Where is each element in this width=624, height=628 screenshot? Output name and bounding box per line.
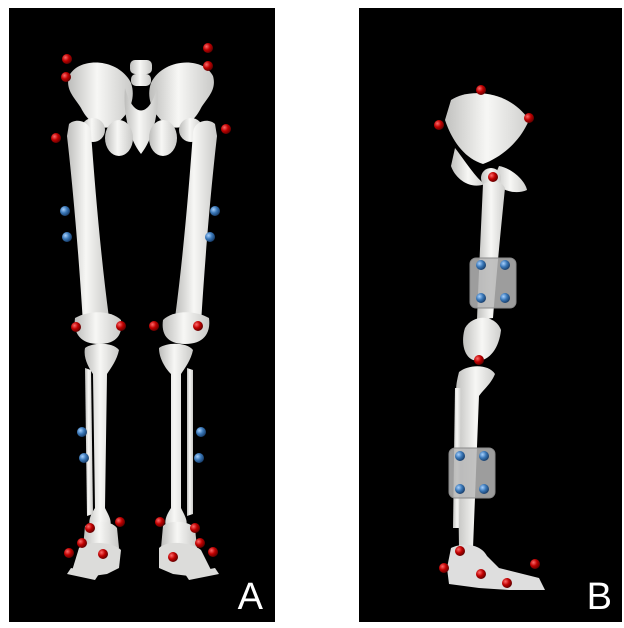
marker	[195, 538, 205, 548]
marker	[434, 120, 444, 130]
panel-a-anterior-view: A	[9, 8, 275, 622]
marker	[476, 569, 486, 579]
marker	[64, 548, 74, 558]
marker	[474, 355, 484, 365]
marker	[476, 85, 486, 95]
marker	[500, 260, 510, 270]
marker	[193, 321, 203, 331]
marker	[210, 206, 220, 216]
marker	[488, 172, 498, 182]
marker	[77, 538, 87, 548]
marker	[168, 552, 178, 562]
marker	[208, 547, 218, 557]
marker	[203, 61, 213, 71]
marker	[190, 523, 200, 533]
marker	[205, 232, 215, 242]
panel-label: B	[587, 578, 612, 616]
panel-b-lateral-view: B	[359, 8, 622, 622]
marker	[79, 453, 89, 463]
marker	[85, 523, 95, 533]
marker	[196, 427, 206, 437]
marker	[51, 133, 61, 143]
marker	[61, 72, 71, 82]
marker	[502, 578, 512, 588]
marker	[116, 321, 126, 331]
marker	[479, 484, 489, 494]
marker	[98, 549, 108, 559]
marker	[455, 484, 465, 494]
marker	[500, 293, 510, 303]
marker	[455, 546, 465, 556]
panel-label: A	[238, 578, 263, 616]
marker	[439, 563, 449, 573]
marker	[479, 451, 489, 461]
marker	[194, 453, 204, 463]
marker	[221, 124, 231, 134]
marker	[62, 232, 72, 242]
marker	[62, 54, 72, 64]
marker	[476, 293, 486, 303]
marker	[149, 321, 159, 331]
marker	[524, 113, 534, 123]
marker	[115, 517, 125, 527]
marker	[476, 260, 486, 270]
marker	[71, 322, 81, 332]
marker	[530, 559, 540, 569]
marker	[155, 517, 165, 527]
marker	[60, 206, 70, 216]
shank-right	[67, 344, 121, 580]
skeleton-anterior-illustration	[9, 8, 275, 622]
marker	[455, 451, 465, 461]
shank-left	[159, 344, 219, 580]
marker	[77, 427, 87, 437]
marker	[203, 43, 213, 53]
skeleton-lateral-illustration	[359, 8, 622, 622]
